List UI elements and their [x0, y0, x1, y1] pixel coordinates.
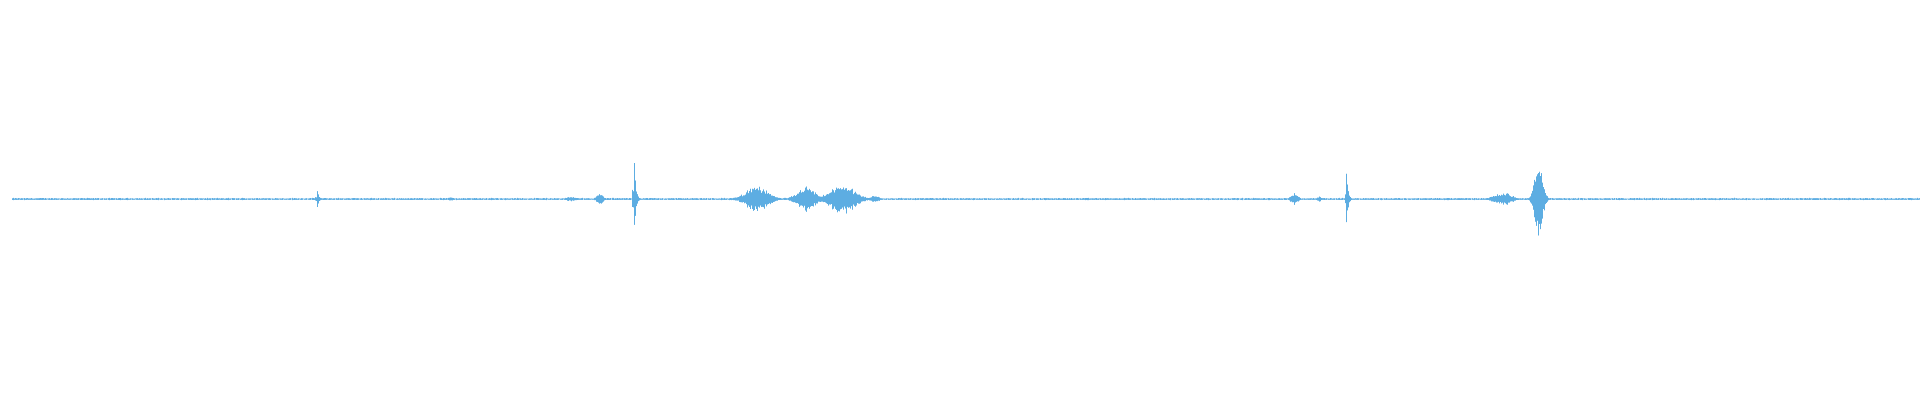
waveform-trace: [12, 163, 1920, 236]
